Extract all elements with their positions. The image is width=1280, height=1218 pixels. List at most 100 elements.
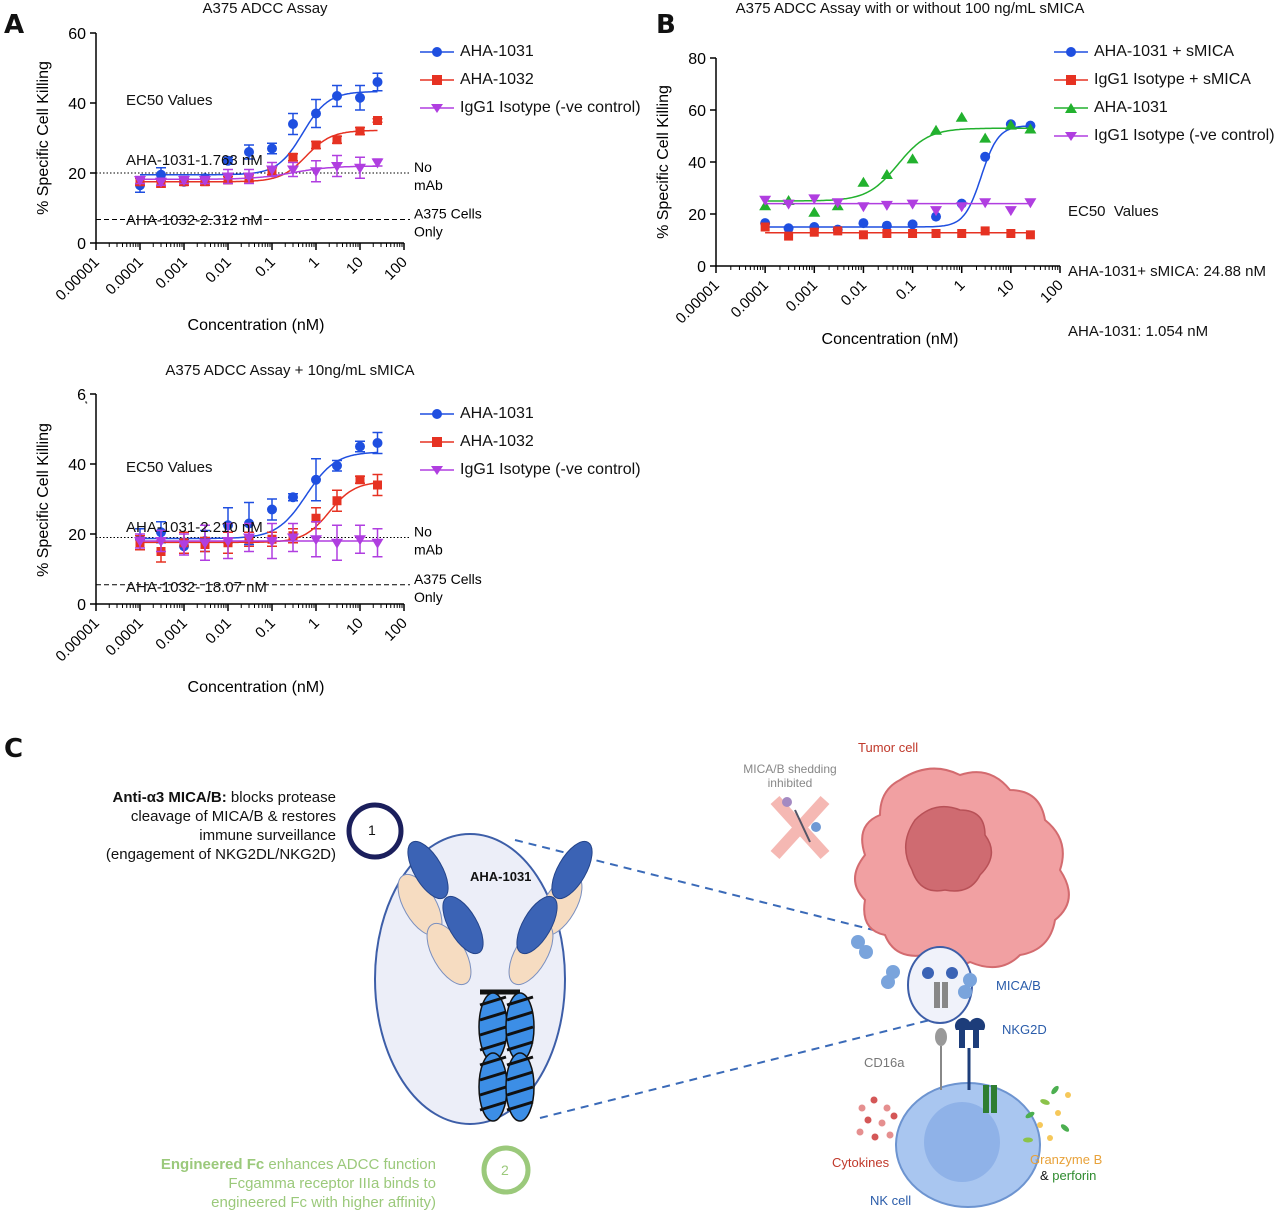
data-point [372, 438, 383, 448]
data-point [266, 537, 278, 547]
data-point [355, 126, 365, 136]
legend-label: IgG1 Isotype + sMICA [1094, 71, 1251, 88]
chart-title: A375 ADCC Assay [202, 0, 328, 17]
data-point [1024, 123, 1037, 134]
step-1-number: 1 [368, 822, 376, 838]
data-point [858, 218, 869, 229]
series [759, 194, 1037, 217]
data-point [907, 219, 918, 230]
legend-marker-icon [420, 47, 454, 57]
data-point [354, 535, 366, 546]
y-tick-label: 0 [77, 236, 86, 253]
step-1-line: immune surveillance [199, 827, 336, 844]
data-point [857, 176, 870, 187]
legend-item: AHA-1031 [1054, 94, 1275, 122]
data-point [906, 153, 919, 164]
data-point [833, 226, 843, 236]
data-point [267, 504, 277, 515]
reference-label: Only [414, 589, 443, 605]
legend: AHA-1031 AHA-1032 IgG1 Isotype (-ve cont… [420, 400, 641, 484]
panel-label-a: A [4, 10, 25, 40]
legend-label: AHA-1031 [460, 405, 534, 422]
legend-label: AHA-1031 [460, 43, 534, 60]
ec50-text: EC50 Values AHA-1031-1.763 nM AHA-1032-2… [126, 51, 263, 271]
y-tick-label: 20 [688, 207, 706, 224]
series [134, 521, 384, 561]
y-tick-label: 60 [688, 103, 706, 120]
data-point [242, 172, 255, 183]
legend-marker-icon [420, 75, 454, 85]
data-point [266, 165, 278, 176]
reference-label: No [414, 159, 432, 175]
data-point [857, 202, 870, 213]
data-point [311, 513, 321, 523]
x-tick-label: 1 [951, 277, 969, 295]
data-point [355, 441, 365, 452]
shedding-inhibited-icon [770, 795, 830, 860]
data-point [906, 199, 919, 210]
data-point [1004, 206, 1017, 217]
data-point [330, 538, 343, 549]
data-point [760, 222, 770, 232]
legend: AHA-1031 AHA-1032 IgG1 Isotype (-ve cont… [420, 38, 641, 122]
legend-item: AHA-1032 [420, 428, 641, 456]
data-point [882, 229, 892, 238]
step-1-text: Anti-α3 MICA/B: blocks protease cleavage… [60, 788, 336, 864]
y-tick-label: 40 [68, 457, 86, 474]
data-point [332, 135, 342, 145]
nk-cell-label: NK cell [870, 1193, 912, 1208]
nk-nucleus-icon [924, 1102, 1000, 1182]
antibody-icon [397, 840, 593, 1122]
step-2-text: Engineered Fc enhances ADCC function Fcg… [110, 1155, 436, 1212]
data-point [311, 108, 321, 119]
data-point [880, 169, 893, 179]
step-1-line: (engagement of NKG2DL/NKG2D) [105, 846, 336, 863]
ec50-line: AHA-1031-1.763 nM [126, 152, 263, 169]
data-point [355, 475, 365, 485]
data-point [979, 132, 992, 143]
data-point [1004, 119, 1017, 130]
data-point [880, 200, 893, 211]
y-tick-label: 80 [688, 51, 706, 68]
data-point [223, 155, 233, 166]
legend-marker-icon [420, 104, 454, 113]
step-2-number: 2 [501, 1162, 509, 1178]
legend-item: IgG1 Isotype (-ve control) [420, 94, 641, 122]
ec50-line: AHA-1031+ sMICA: 24.88 nM [1068, 263, 1267, 280]
series [760, 222, 1035, 241]
bound-antibody-icon [922, 967, 958, 1008]
data-point [980, 226, 990, 236]
legend-item: IgG1 Isotype (-ve control) [1054, 122, 1275, 150]
ec50-text: EC50 Values AHA-1031-2.210 nM AHA-1032- … [126, 418, 267, 638]
data-point [955, 202, 968, 213]
data-point [267, 143, 277, 154]
data-point [311, 140, 321, 150]
cd16a-receptor-icon [935, 1028, 947, 1090]
data-point [198, 538, 211, 549]
legend-label: IgG1 Isotype (-ve control) [460, 461, 641, 478]
step-2-line: engineered Fc with higher affinity) [211, 1194, 436, 1211]
data-point [310, 535, 322, 546]
data-point [222, 537, 234, 547]
step-2-rest: enhances ADCC function [264, 1156, 436, 1173]
data-point [222, 172, 234, 183]
ec50-line: AHA-1032-2.312 nM [126, 212, 263, 229]
cytokines-icon [856, 1096, 898, 1141]
data-point [980, 151, 991, 162]
legend-marker-icon [420, 437, 454, 447]
data-point [354, 163, 366, 174]
legend-marker-icon [1054, 75, 1088, 85]
step-2-bold: Engineered Fc [160, 1156, 265, 1173]
x-axis-label: Concentration (nM) [188, 317, 325, 334]
data-point [759, 195, 772, 206]
data-point [858, 230, 868, 240]
series [134, 154, 384, 188]
fit-curve [765, 125, 1031, 228]
data-point [957, 229, 967, 238]
data-point [784, 231, 794, 241]
y-tick-label: 60 [68, 26, 86, 43]
data-point [287, 492, 298, 503]
